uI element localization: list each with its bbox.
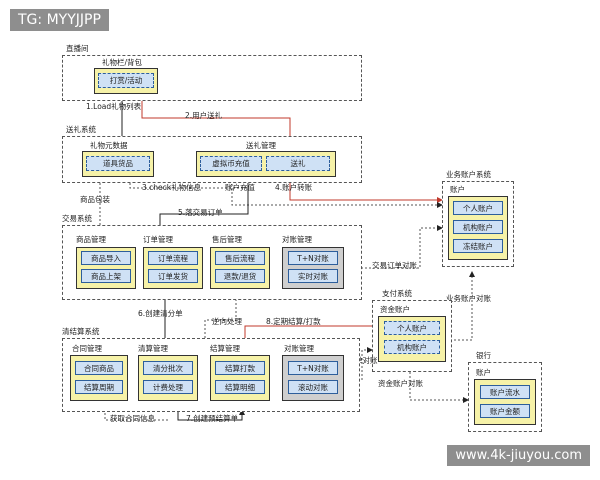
group-after-sale-title: 售后管理 [212,235,242,244]
node-rolling-recon: 滚动对账 [288,380,338,394]
group-settle-mgmt-title: 结算管理 [210,344,240,353]
watermark-bottom: www.4k-jiuyou.com [447,445,590,466]
edge-label-8: 8.定期结算/打款 [266,317,321,326]
system-pay-title: 支付系统 [382,289,412,298]
edge-label-trade-recon: 交易订单对账 [372,261,417,270]
group-clear-mgmt-title: 清算管理 [138,344,168,353]
edge-label-6: 6.创建清分单 [138,309,183,318]
group-goods-mgmt-title: 商品管理 [76,235,106,244]
edge-label-contract-info: 获取合同信息 [110,414,155,423]
node-goods-online: 商品上架 [81,269,131,283]
edge-label-2: 2.用户送礼 [185,111,223,120]
system-gift-title: 送礼系统 [66,125,96,134]
edge-label-3: 3.check礼物信息 [142,183,202,192]
system-trade-title: 交易系统 [62,214,92,223]
group-contract-mgmt-title: 合同管理 [72,344,102,353]
edge-label-1: 1.Load礼物列表 [86,102,142,111]
edge-label-recharge: 账户充值 [225,183,255,192]
node-order-flow: 订单流程 [148,251,198,265]
node-settle-cycle: 结算周期 [75,380,123,394]
node-prop-goods: 道具货品 [86,156,150,171]
node-virtual-recharge: 虚拟币充值 [200,156,262,171]
node-bank-amount: 账户金额 [480,404,530,418]
node-tn-recon: T+N对账 [288,251,338,265]
node-personal-acct: 个人账户 [384,321,440,335]
watermark-top: TG: MYYJJPP [10,9,109,31]
group-biz-acct-title: 账户 [450,185,465,194]
node-org-acct: 机构账户 [384,340,440,354]
edge-label-goods-pack: 商品包装 [80,195,110,204]
system-clear-title: 清结算系统 [62,327,100,336]
group-recon-mgmt-title: 对账管理 [282,235,312,244]
group-gift-bag-title: 礼物栏/背包 [102,58,143,67]
node-biz-org: 机构账户 [453,220,503,234]
edge-label-reverse: 逆向处理 [212,317,242,326]
system-live-title: 直播间 [66,44,89,53]
edge-label-5: 5.落交易订单 [178,208,223,217]
node-fee-process: 计费处理 [143,380,193,394]
node-biz-frozen: 冻结账户 [453,239,503,253]
node-clear-batch: 清分批次 [143,361,193,375]
edge-label-4: 4.账户转账 [275,183,313,192]
group-gift-mgmt-title: 送礼管理 [246,141,276,150]
node-refund-return: 退款/退货 [215,269,265,283]
node-goods-import: 商品导入 [81,251,131,265]
group-order-mgmt-title: 订单管理 [143,235,173,244]
edge-label-biz-recon: 业务账户对账 [446,294,491,303]
group-gift-meta-title: 礼物元数据 [90,141,128,150]
node-biz-personal: 个人账户 [453,201,503,215]
node-send-gift: 送礼 [266,156,330,171]
edge-label-7: 7.创建预结算单 [186,414,239,423]
group-fund-acct-title: 资金账户 [380,305,410,314]
node-contract-goods: 合同商品 [75,361,123,375]
edge-label-fund-recon: 资金账户对账 [378,379,423,388]
group-recon-mgmt2-title: 对账管理 [284,344,314,353]
node-bank-flow: 账户流水 [480,385,530,399]
node-realtime-recon: 实时对账 [288,269,338,283]
node-reward-activity: 打赏/活动 [98,73,154,88]
node-settle-payout: 结算打款 [215,361,265,375]
node-tn-recon2: T+N对账 [288,361,338,375]
group-bank-acct-title: 账户 [476,368,491,377]
node-settle-detail: 结算明细 [215,380,265,394]
system-biz-acct-title: 业务账户系统 [446,170,491,179]
node-aftersale-flow: 售后流程 [215,251,265,265]
node-order-ship: 订单发货 [148,269,198,283]
system-bank-title: 银行 [476,351,491,360]
